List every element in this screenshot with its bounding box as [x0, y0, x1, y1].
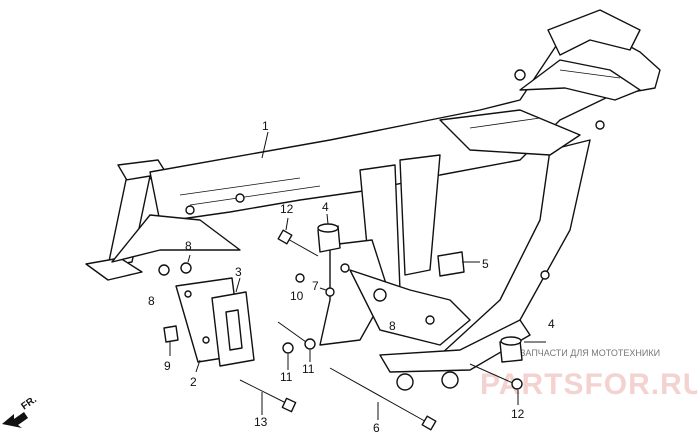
frame-shading: [179, 69, 621, 206]
front-direction-indicator: FR.: [2, 394, 39, 428]
leader-7: [319, 287, 327, 291]
bracket-hole: [425, 315, 435, 325]
rubber-bushings: [317, 223, 523, 363]
callout-4-lower: 4: [548, 317, 555, 331]
rubber-bushing-lower-top: [500, 336, 522, 346]
bolt-12-upper-head: [277, 229, 293, 245]
bracket-hole: [373, 288, 387, 302]
callout-12-lower: 12: [511, 407, 525, 421]
nut-8-center: [180, 262, 192, 274]
rear-cross-member: [547, 9, 641, 56]
frame-hole: [514, 69, 526, 81]
steering-head-bottom: [85, 257, 143, 281]
nut-10: [295, 273, 305, 283]
lower-mount-collar: [396, 373, 414, 391]
lower-frame-rail: [379, 319, 531, 373]
frame-cross-brace: [439, 109, 581, 156]
center-frame-tube: [399, 154, 441, 276]
leader-lines: [169, 131, 546, 420]
bracket-hole: [340, 263, 350, 273]
bolt-12-lower-head: [511, 378, 523, 390]
bolt-13-shaft: [239, 379, 289, 405]
nut-7: [325, 287, 335, 297]
callout-3: 3: [235, 265, 242, 279]
backbone-tube: [149, 29, 661, 223]
callout-9: 9: [164, 359, 171, 373]
seat-rail: [519, 59, 641, 101]
leader-4-upper: [326, 213, 329, 225]
leader-3: [235, 277, 241, 293]
center-engine-bracket: [319, 239, 471, 346]
frame-band: [437, 251, 465, 277]
callout-11-left: 11: [280, 370, 293, 384]
callout-8-center: 8: [389, 319, 396, 333]
callout-5: 5: [482, 257, 489, 271]
leader-12-upper: [285, 217, 289, 231]
callout-6: 6: [373, 421, 380, 435]
leader-8-upper: [187, 254, 191, 263]
main-frame: [85, 9, 661, 373]
bolt-6-head: [421, 415, 437, 431]
lower-mount-collar: [441, 371, 459, 389]
callout-10: 10: [290, 289, 304, 303]
callout-13: 13: [254, 415, 268, 429]
rear-engine-mount: [349, 269, 471, 346]
frame-hole: [540, 270, 550, 280]
frame-hole: [235, 193, 245, 203]
down-tube-gusset: [111, 214, 241, 263]
hanger-hole: [184, 290, 192, 298]
bolt-6-shaft: [329, 367, 431, 425]
callout-11-right: 11: [302, 362, 315, 376]
callout-8-upper: 8: [185, 239, 192, 253]
callout-12-upper: 12: [280, 202, 294, 216]
callout-7: 7: [312, 279, 319, 293]
hanger-hole: [202, 336, 210, 344]
bolts: [158, 229, 523, 431]
bolt-13-head: [281, 397, 297, 413]
callout-8-left: 8: [148, 294, 155, 308]
hanger-slot: [225, 309, 243, 351]
frame-hole: [595, 120, 605, 130]
frame-hole: [185, 205, 195, 215]
nut-11-right: [304, 338, 316, 350]
front-arrow-icon: [2, 412, 28, 428]
bolt-10-shaft: [277, 321, 307, 343]
leader-2: [195, 359, 201, 373]
callout-4-upper: 4: [322, 200, 329, 214]
leader-1: [261, 131, 269, 159]
callouts: 1 2 3 4 4 5 6 7 8 8 8 9 10 11 11 12 12 1…: [148, 119, 555, 435]
rubber-bushing-upper-top: [317, 223, 339, 233]
washer-9: [163, 325, 179, 343]
band-clamp: [437, 251, 465, 277]
front-engine-hanger: [175, 277, 255, 367]
center-bracket: [319, 239, 389, 346]
nut-11-left: [282, 342, 294, 354]
bolt-12-upper-shaft: [285, 237, 319, 257]
callout-2: 2: [190, 375, 197, 389]
callout-1: 1: [262, 119, 269, 133]
front-label: FR.: [19, 394, 39, 412]
watermark-caption: ЗАПЧАСТИ ДЛЯ МОТОТЕХНИКИ: [520, 348, 660, 358]
nut-8-left: [158, 264, 170, 276]
steering-head-pipe: [107, 175, 151, 267]
bolt-12-lower-shaft: [469, 363, 516, 385]
